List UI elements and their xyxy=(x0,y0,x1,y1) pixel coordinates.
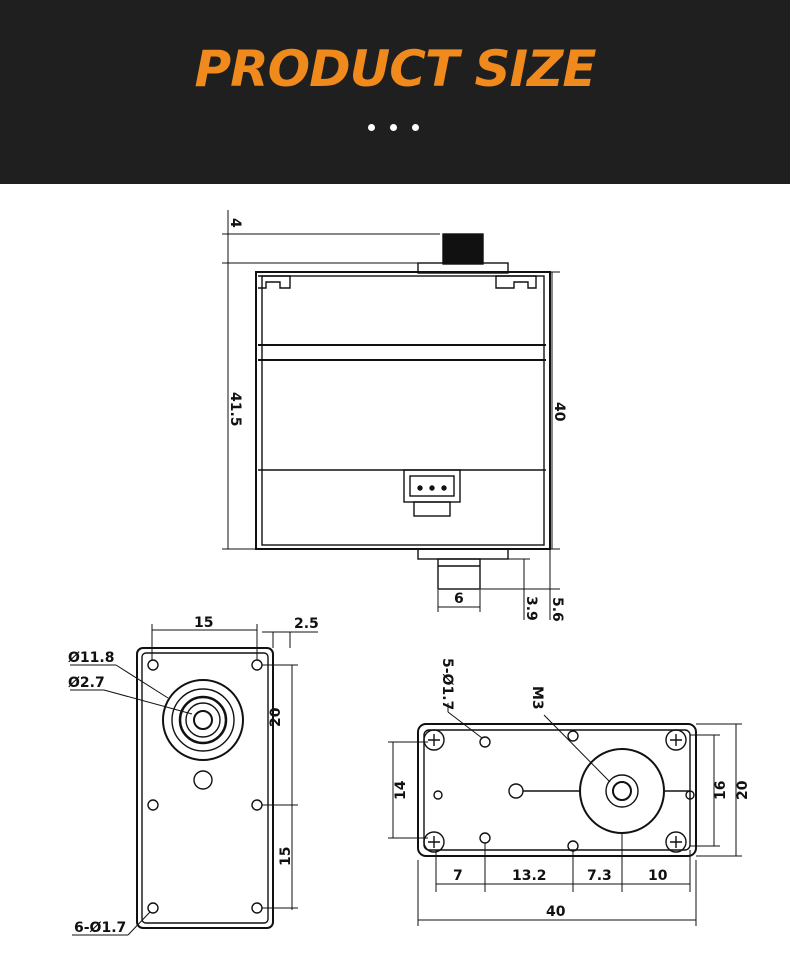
hub-outer xyxy=(162,679,244,761)
dim-hub-diameter: Ø11.8 xyxy=(68,650,114,666)
bottom-boss xyxy=(579,748,665,834)
bottom-body xyxy=(417,723,697,857)
side-view-dimensions xyxy=(222,210,560,620)
dot-icon xyxy=(368,124,375,131)
dim-seg-3: 7.3 xyxy=(587,868,612,884)
dim-seg-4: 10 xyxy=(648,868,668,884)
servo-body xyxy=(255,271,551,550)
dim-thread: M3 xyxy=(529,686,545,710)
front-view xyxy=(136,647,274,929)
dim-total-height: 41.5 xyxy=(227,392,243,427)
page-title: PRODUCT SIZE xyxy=(194,40,597,98)
front-hole xyxy=(193,770,213,790)
bottom-view-dimensions xyxy=(388,703,742,926)
dim-seg-1: 7 xyxy=(453,868,463,884)
dim-lower-spacing: 15 xyxy=(278,847,294,866)
dim-holes-front: 6-Ø1.7 xyxy=(74,920,126,936)
dimension-labels: 4 41.5 40 6 3.9 5.6 15 2.5 Ø11.8 Ø2.7 20… xyxy=(68,218,751,936)
tab-left xyxy=(258,275,291,289)
dim-width: 15 xyxy=(194,615,213,631)
output-spline-icon xyxy=(442,233,484,265)
dot-icon xyxy=(390,124,397,131)
dim-spline-length: 3.9 xyxy=(523,596,539,621)
header-banner: PRODUCT SIZE xyxy=(0,0,790,184)
dim-shaft-width: 6 xyxy=(454,591,464,607)
dim-inner-height: 16 xyxy=(713,781,729,800)
technical-drawing: 4 41.5 40 6 3.9 5.6 15 2.5 Ø11.8 Ø2.7 20… xyxy=(0,184,790,968)
dim-holes-bottom: 5-Ø1.7 xyxy=(439,658,455,710)
front-view-dimensions xyxy=(70,624,318,936)
bore xyxy=(193,710,213,730)
bottom-shaft xyxy=(437,558,481,590)
dim-outer-height: 20 xyxy=(735,780,751,800)
tab-right xyxy=(495,275,537,289)
dim-upper-spacing: 20 xyxy=(268,707,284,727)
dim-top-offset: 4 xyxy=(227,218,243,228)
servo-body-inner xyxy=(261,275,545,546)
dim-left-height: 14 xyxy=(393,780,409,800)
decorative-dots xyxy=(366,124,426,134)
dim-seg-2: 13.2 xyxy=(512,868,547,884)
dim-body-height: 40 xyxy=(551,402,567,422)
dim-shaft-length: 5.6 xyxy=(549,597,565,622)
dim-edge: 2.5 xyxy=(294,616,319,632)
dim-bore-diameter: Ø2.7 xyxy=(68,675,105,691)
bottom-view xyxy=(417,723,697,857)
side-view xyxy=(255,233,551,590)
front-body xyxy=(136,647,274,929)
drawing-svg: 4 41.5 40 6 3.9 5.6 15 2.5 Ø11.8 Ø2.7 20… xyxy=(68,210,751,936)
dim-total-width: 40 xyxy=(546,904,566,920)
dot-icon xyxy=(412,124,419,131)
